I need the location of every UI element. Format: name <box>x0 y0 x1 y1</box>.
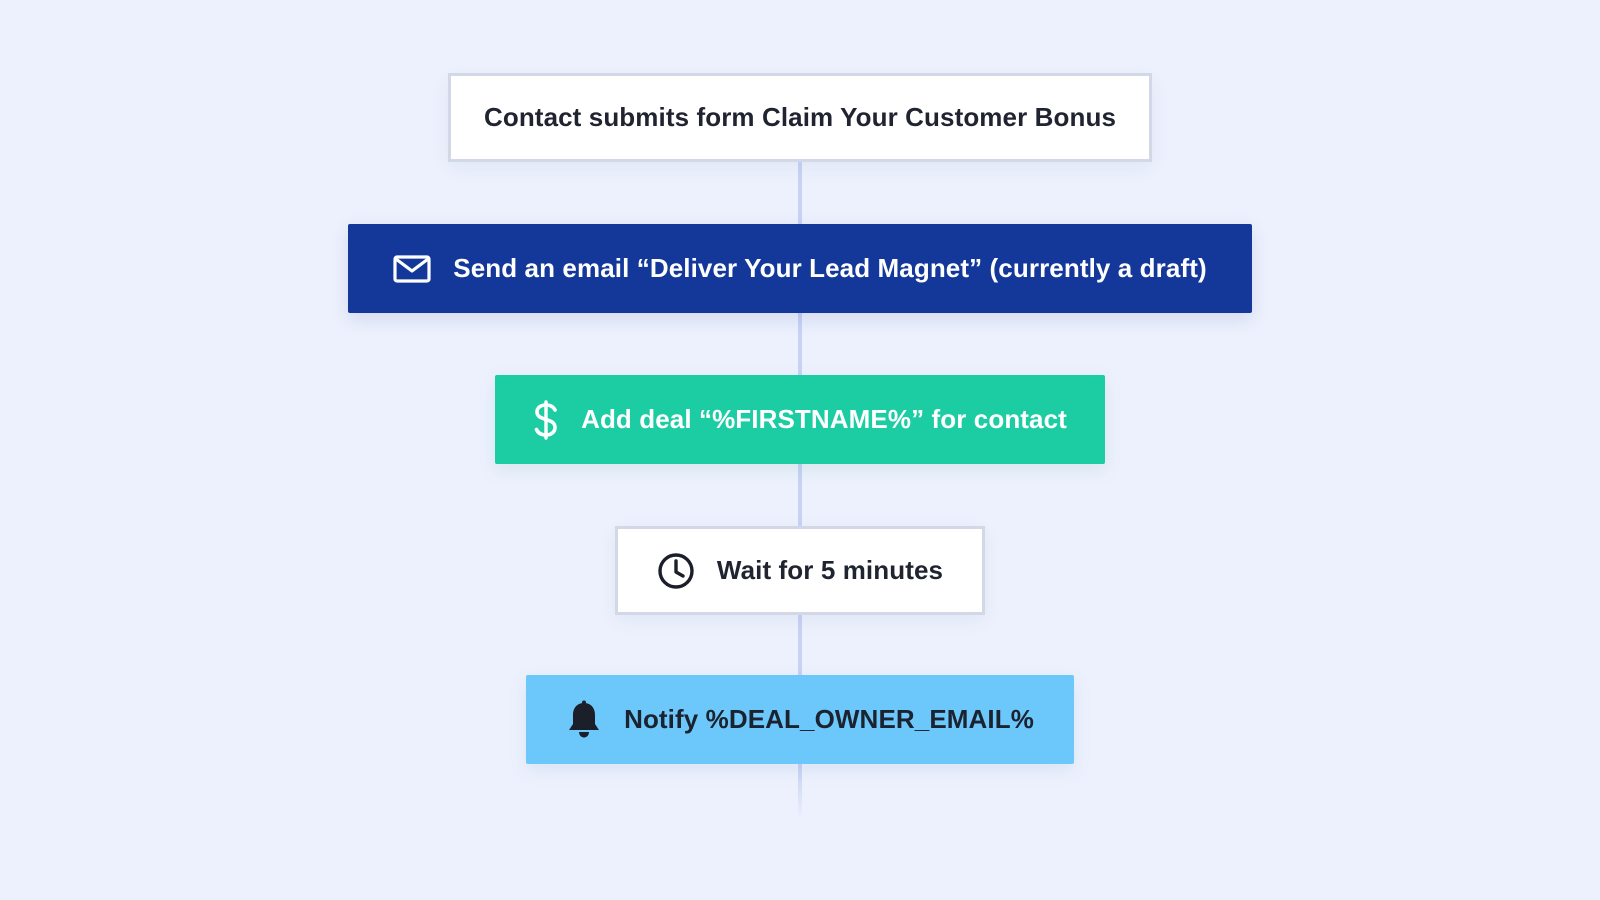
clock-icon <box>657 552 695 590</box>
notify-step-label: Notify %DEAL_OWNER_EMAIL% <box>624 704 1034 734</box>
trigger-step[interactable]: Contact submits form Claim Your Customer… <box>448 73 1152 162</box>
wait-step-label: Wait for 5 minutes <box>716 555 944 585</box>
bell-icon <box>566 700 602 740</box>
wait-step[interactable]: Wait for 5 minutes <box>615 526 985 615</box>
send-email-step-label: Send an email “Deliver Your Lead Magnet”… <box>453 253 1207 283</box>
trigger-step-label: Contact submits form Claim Your Customer… <box>483 102 1117 132</box>
add-deal-step[interactable]: Add deal “%FIRSTNAME%” for contact <box>495 375 1105 464</box>
dollar-icon <box>533 399 559 440</box>
envelope-icon <box>393 254 431 283</box>
notify-step[interactable]: Notify %DEAL_OWNER_EMAIL% <box>526 675 1074 764</box>
send-email-step[interactable]: Send an email “Deliver Your Lead Magnet”… <box>348 224 1252 313</box>
workflow-connector-line <box>798 160 802 820</box>
add-deal-step-label: Add deal “%FIRSTNAME%” for contact <box>581 404 1067 434</box>
